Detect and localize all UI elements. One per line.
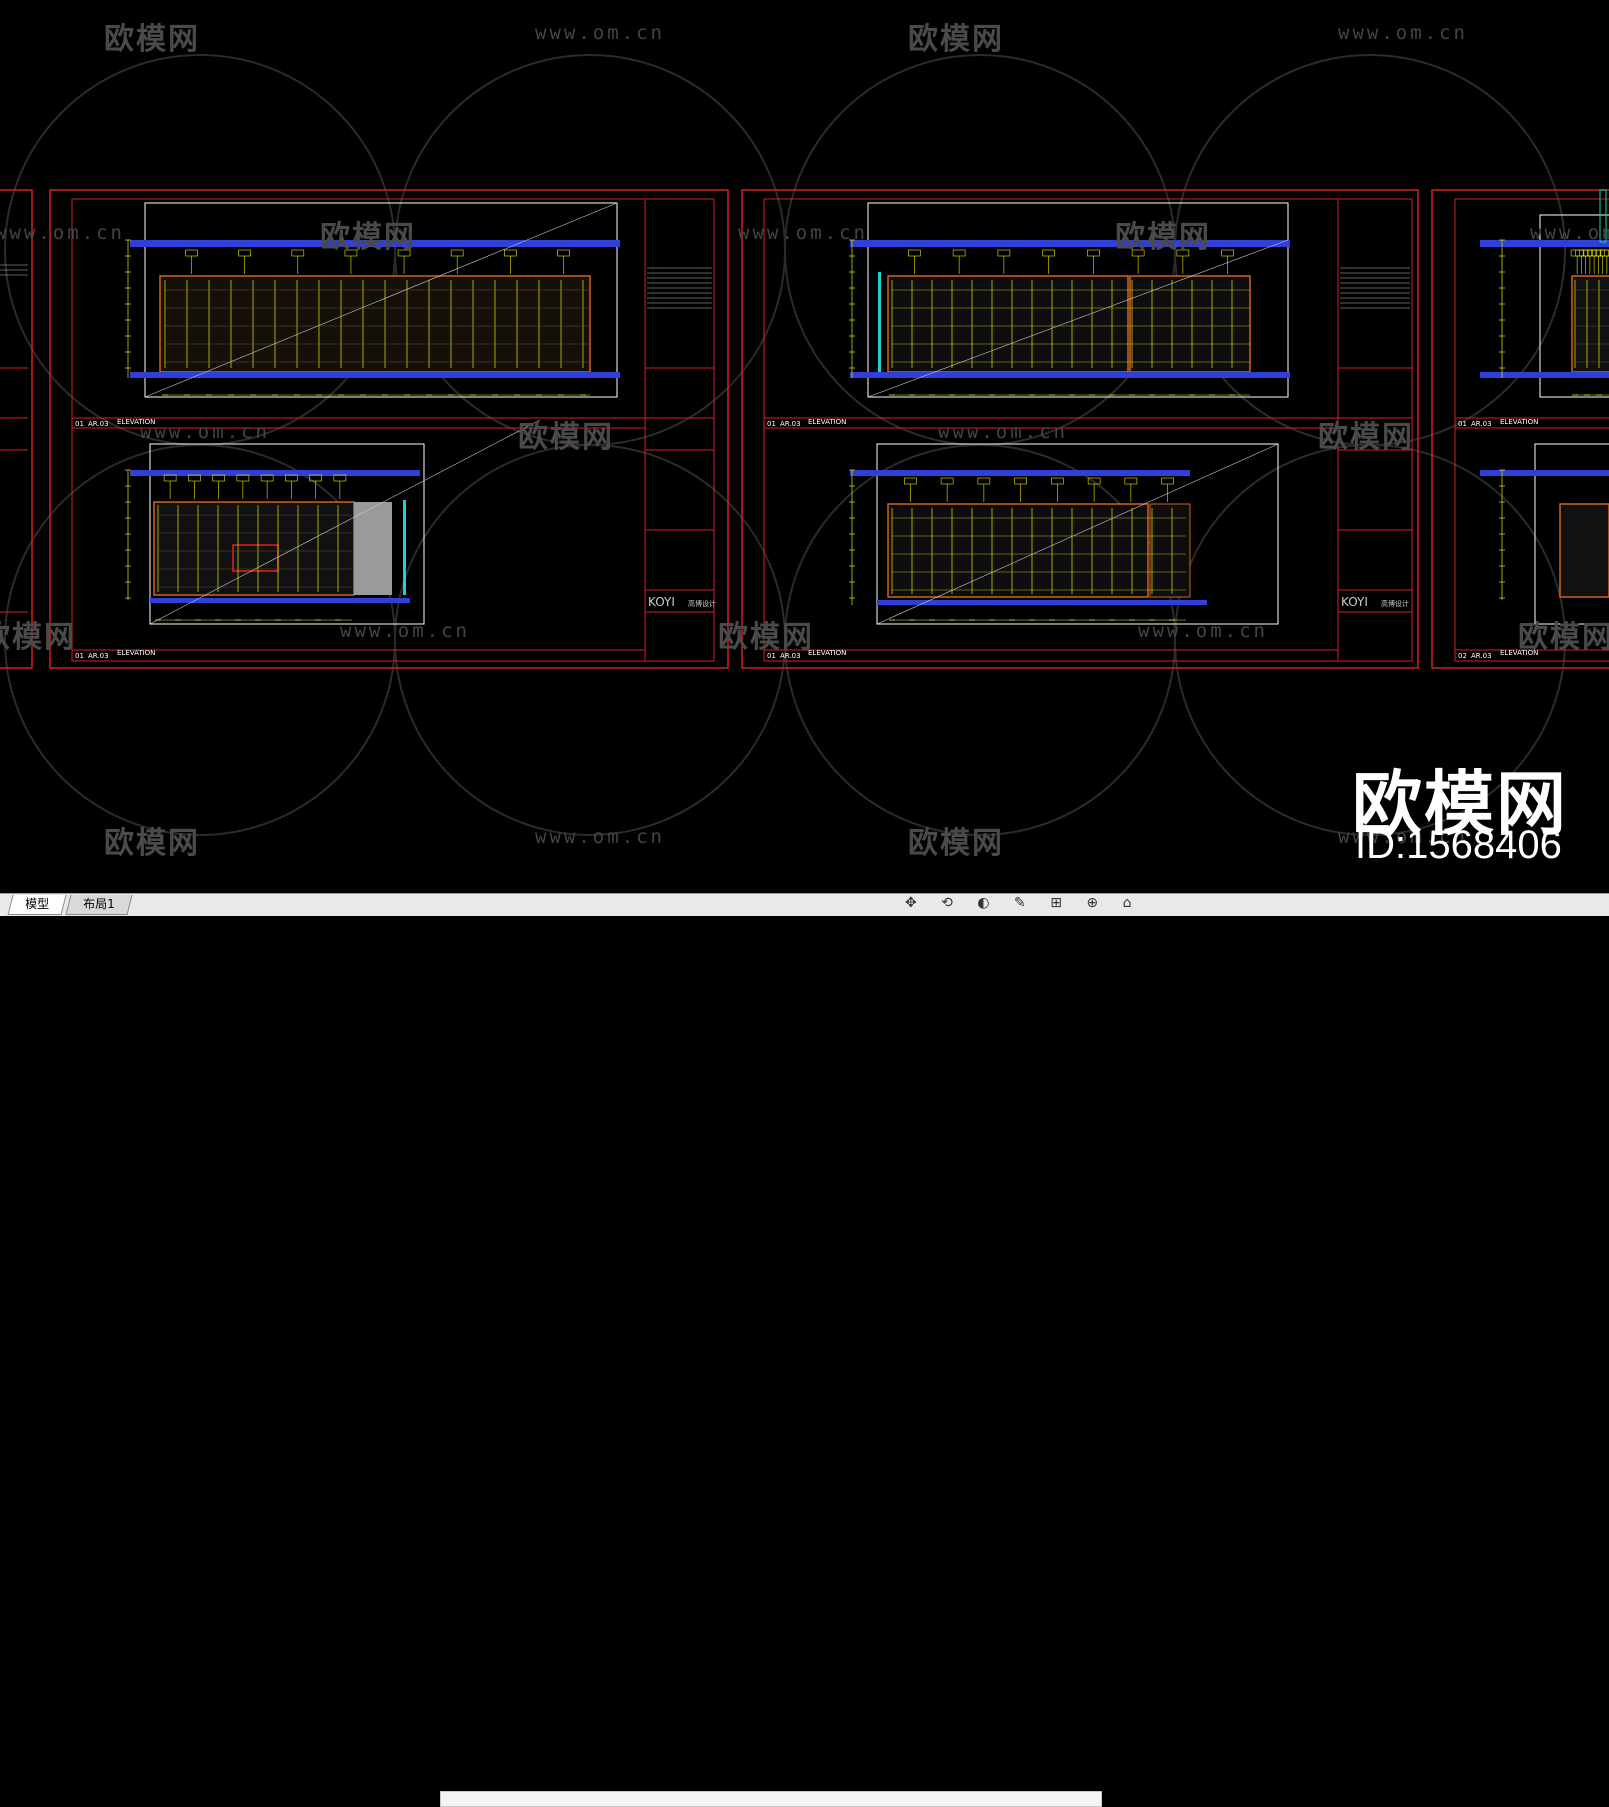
watermark-url: www.om.cn [140,421,270,443]
svg-text:AR.03: AR.03 [780,420,801,428]
watermark-circle-pattern [4,54,1566,836]
status-toolbar-icons[interactable]: ✥ ⟲ ◐ ✎ ⊞ ⊕ ⌂ [905,895,1142,911]
watermark-logo: 欧模网 [908,826,1004,861]
watermark-url: www.om.cn [738,222,868,244]
watermark-logo: 欧模网 [1115,220,1211,255]
watermark-url: www.om.cn [1338,22,1468,44]
svg-text:AR.03: AR.03 [1471,652,1492,660]
watermark-logo: 欧模网 [1518,620,1609,655]
watermark-logo: 欧模网 [104,826,200,861]
sheet-b-brand: KOYI [1341,595,1368,609]
watermark-url: www.om.cn [938,421,1068,443]
svg-text:01: 01 [75,652,84,660]
watermark-url: www.om.cn [535,22,665,44]
sheet-a-elevation-label-2: 01 AR.03 ELEVATION [75,649,155,660]
tab-model[interactable]: 模型 [7,895,67,915]
watermark-url: www.om.cn [1338,826,1468,848]
elevation-b-bottom [849,443,1279,625]
svg-text:ELEVATION: ELEVATION [808,649,846,657]
watermark-logo: 欧模网 [0,620,76,655]
tab-layout-1-label: 布局1 [83,897,115,911]
watermark-url: www.om.cn [0,222,125,244]
svg-text:ELEVATION: ELEVATION [808,418,846,426]
tab-model-label: 模型 [25,897,50,911]
watermark-logo: 欧模网 [1318,420,1414,455]
watermark-logo: 欧模网 [104,22,200,57]
svg-text:ELEVATION: ELEVATION [117,649,155,657]
drawing-sheet-c-partial[interactable]: 01 AR.03 ELEVATION 02 AR.03 ELEVATION [1431,189,1609,669]
sheet-a-brand-note: 高博设计 [688,599,716,608]
drawing-sheet-a[interactable]: KOYI 高博设计 01 AR.03 ELEVATION 01 AR.03 EL… [49,189,729,669]
sheet-c-elevation-label-1: 01 AR.03 ELEVATION [1458,418,1538,428]
svg-text:01: 01 [767,652,776,660]
svg-text:01: 01 [767,420,776,428]
watermark-logo: 欧模网 [718,620,814,655]
svg-text:ELEVATION: ELEVATION [1500,418,1538,426]
drawing-sheet-left-partial[interactable] [0,189,33,669]
sheet-b-brand-note: 高博设计 [1381,599,1409,608]
sheet-b-elevation-label-1: 01 AR.03 ELEVATION [767,418,846,428]
elevation-a-bottom [125,419,541,625]
watermark-logo: 欧模网 [518,420,614,455]
watermark-url: www.om.cn [340,620,470,642]
svg-text:ELEVATION: ELEVATION [117,418,155,426]
svg-text:01: 01 [75,420,84,428]
svg-text:AR.03: AR.03 [88,420,109,428]
svg-text:02: 02 [1458,652,1467,660]
elevation-a-top [125,202,620,398]
cad-model-canvas[interactable]: KOYI 高博设计 01 AR.03 ELEVATION 01 AR.03 EL… [0,0,1609,893]
watermark-big-logo: 欧模网 [1352,763,1568,845]
svg-text:AR.03: AR.03 [780,652,801,660]
sheet-a-elevation-label-1: 01 AR.03 ELEVATION [75,418,155,428]
sheet-a-brand: KOYI [648,595,675,609]
watermark-id: ID:1568406 [1355,823,1562,867]
svg-text:AR.03: AR.03 [88,652,109,660]
watermark-logo: 欧模网 [908,22,1004,57]
watermark-url: www.om.cn [1138,620,1268,642]
tab-layout-1[interactable]: 布局1 [65,895,133,915]
elevation-b-top [849,202,1290,398]
watermark-logo: 欧模网 [320,220,416,255]
svg-text:AR.03: AR.03 [1471,420,1492,428]
sheet-b-elevation-label-2: 01 AR.03 ELEVATION [767,649,846,660]
svg-text:01: 01 [1458,420,1467,428]
layout-tab-bar: 模型 布局1 [0,893,1609,1807]
sheet-c-elevation-label-2: 02 AR.03 ELEVATION [1458,649,1538,660]
svg-text:ELEVATION: ELEVATION [1500,649,1538,657]
horizontal-scrollbar[interactable] [440,1791,1102,1807]
watermark-url: www.om.cn [1530,222,1609,244]
watermark-url: www.om.cn [535,826,665,848]
drawing-sheet-b[interactable]: KOYI 高博设计 01 AR.03 ELEVATION 01 AR.03 EL… [741,189,1419,669]
